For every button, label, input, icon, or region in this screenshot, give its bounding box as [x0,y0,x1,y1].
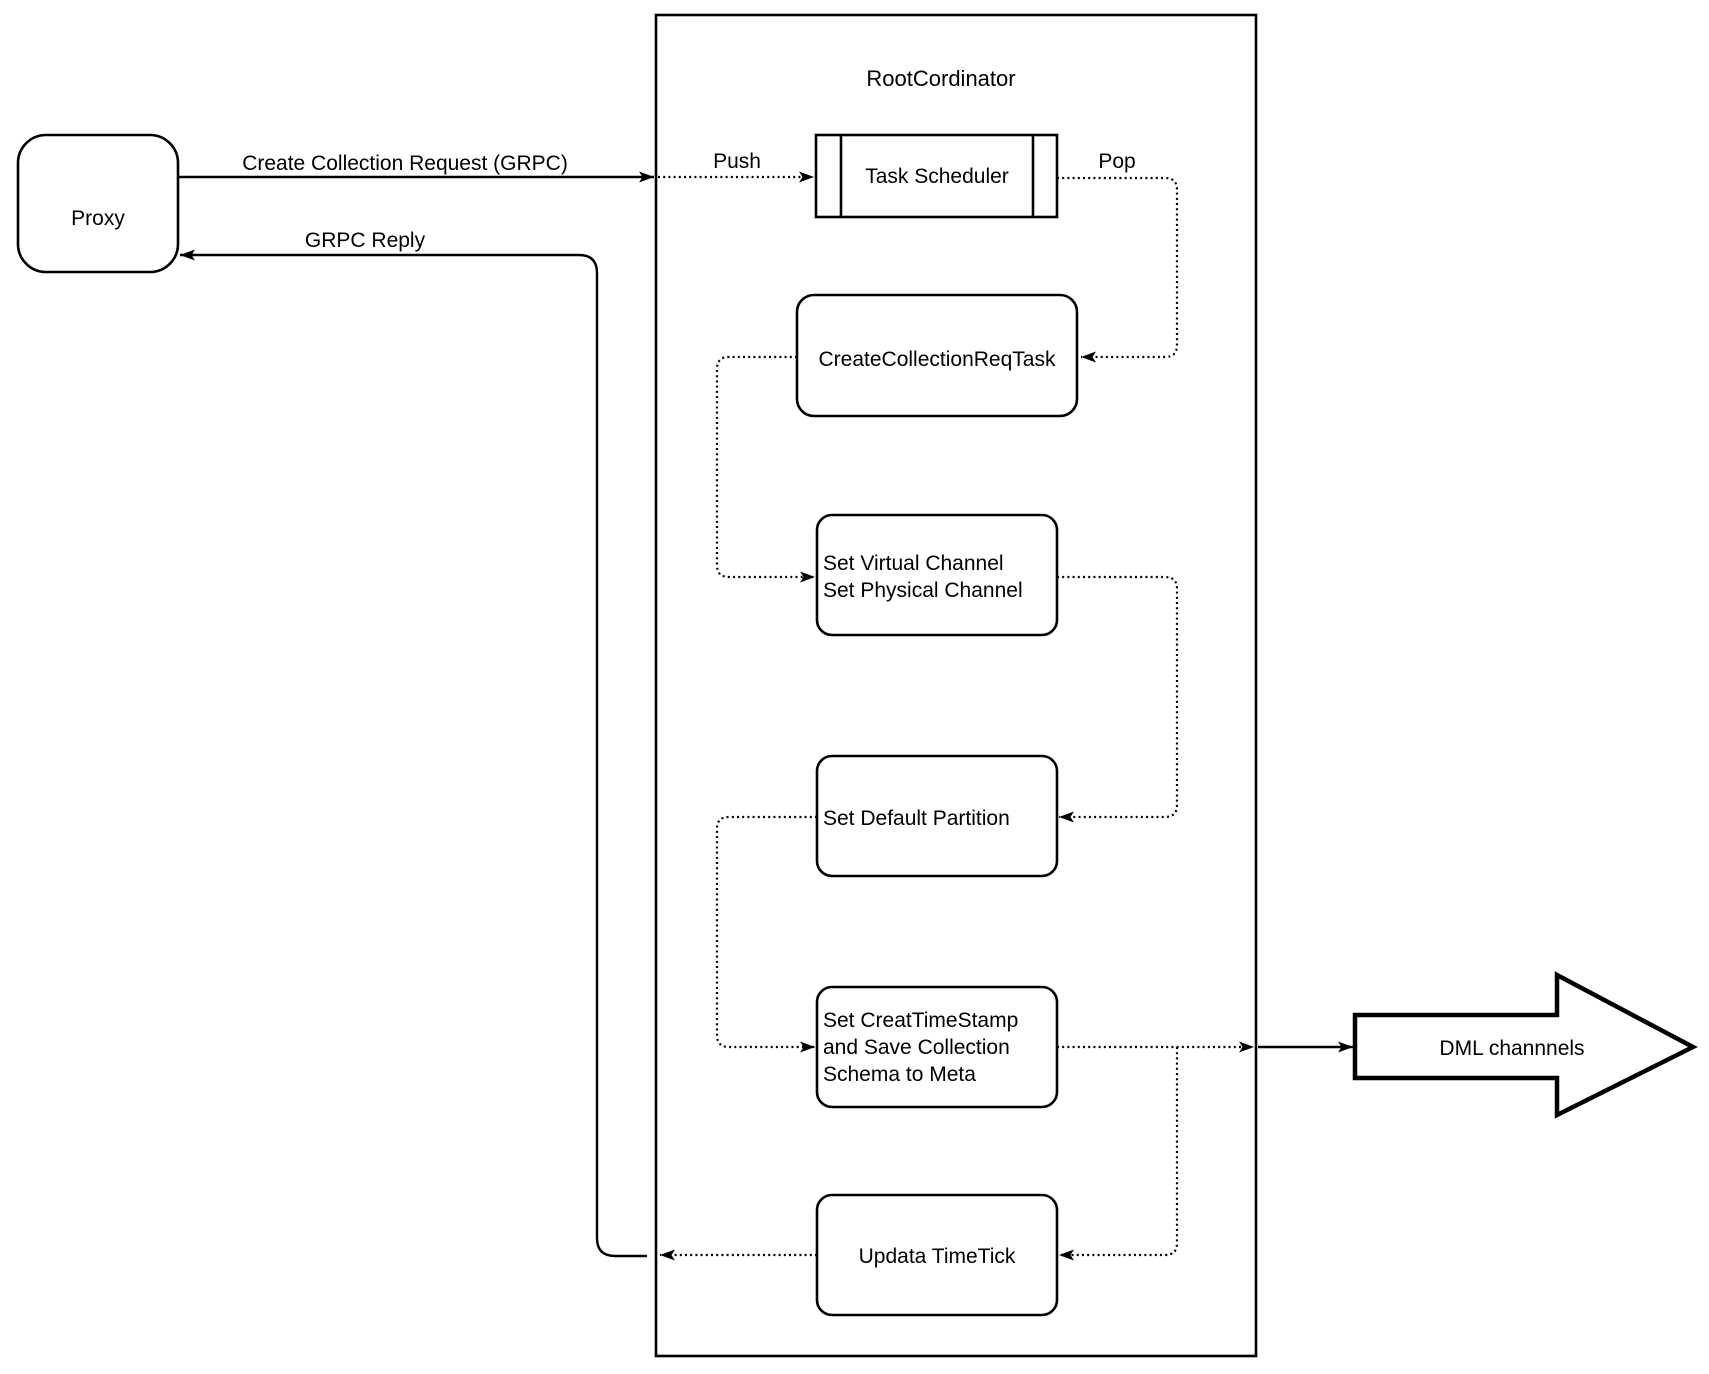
set-creat-timestamp-line2: and Save Collection [823,1036,1010,1059]
edge-pop [1057,176,1179,363]
set-creat-timestamp-line1: Set CreatTimeStamp [823,1009,1018,1032]
updata-timetick-label: Updata TimeTick [859,1245,1016,1268]
set-default-partition-label: Set Default Partition [823,807,1010,830]
dml-channels-label: DML channnels [1439,1037,1584,1060]
dml-channels-arrow [1352,971,1698,1119]
rootcordinator-title: RootCordinator [866,66,1015,91]
edge-pop-label: Pop [1098,150,1135,173]
edge-grpc-reply [180,249,647,1258]
set-virtual-channel-line1: Set Virtual Channel [823,552,1004,575]
create-collection-req-task-label: CreateCollectionReqTask [819,348,1056,371]
task-scheduler-node [814,133,1059,219]
edge-set-default-to-set-timestamp [715,815,817,1053]
edge-create-collection-request-label: Create Collection Request (GRPC) [242,152,568,175]
set-virtual-channel-line2: Set Physical Channel [823,579,1023,602]
proxy-label: Proxy [71,207,125,230]
set-creat-timestamp-line3: Schema to Meta [823,1063,976,1086]
edge-push-label: Push [713,150,761,173]
task-scheduler-label: Task Scheduler [865,165,1009,188]
edge-grpc-reply-label: GRPC Reply [305,229,426,252]
edge-branch-to-updata-timetick [1059,1047,1179,1261]
create-collection-req-task-node [795,293,1079,418]
proxy-node [16,133,180,274]
edge-reqtask-to-set-virtual-channel [715,355,815,583]
edge-set-virtual-to-set-default [1057,575,1179,823]
set-virtual-channel-node [815,513,1059,637]
rootcordinator-container [654,13,1258,1358]
